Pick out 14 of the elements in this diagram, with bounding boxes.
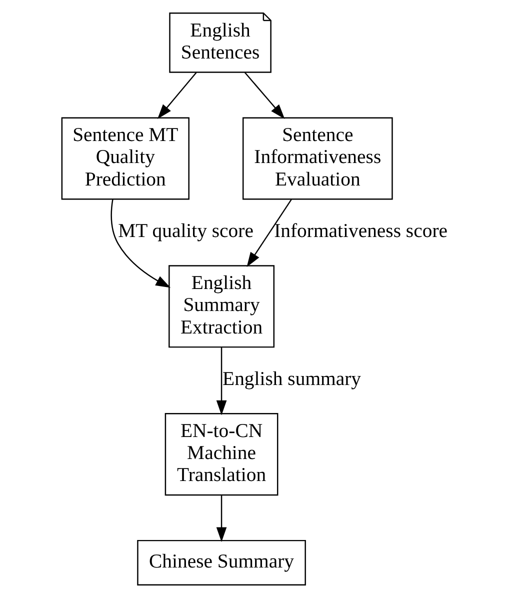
node-box: Chinese Summary [136,540,306,586]
arrow [246,199,292,268]
edge-label: English summary [222,368,361,390]
arrow [216,347,226,416]
node-box: English Summary Extraction [168,265,274,348]
edge-label: MT quality score [118,220,253,242]
arrow [110,199,170,288]
node-box: Sentence MT Quality Prediction [60,117,189,200]
arrow [156,72,196,119]
edge-label: Informativeness score [274,220,448,242]
node-box: EN-to-CN Machine Translation [164,413,278,496]
node-box: Sentence Informativeness Evaluation [242,117,392,200]
arrow [244,72,284,119]
arrow [216,494,226,542]
